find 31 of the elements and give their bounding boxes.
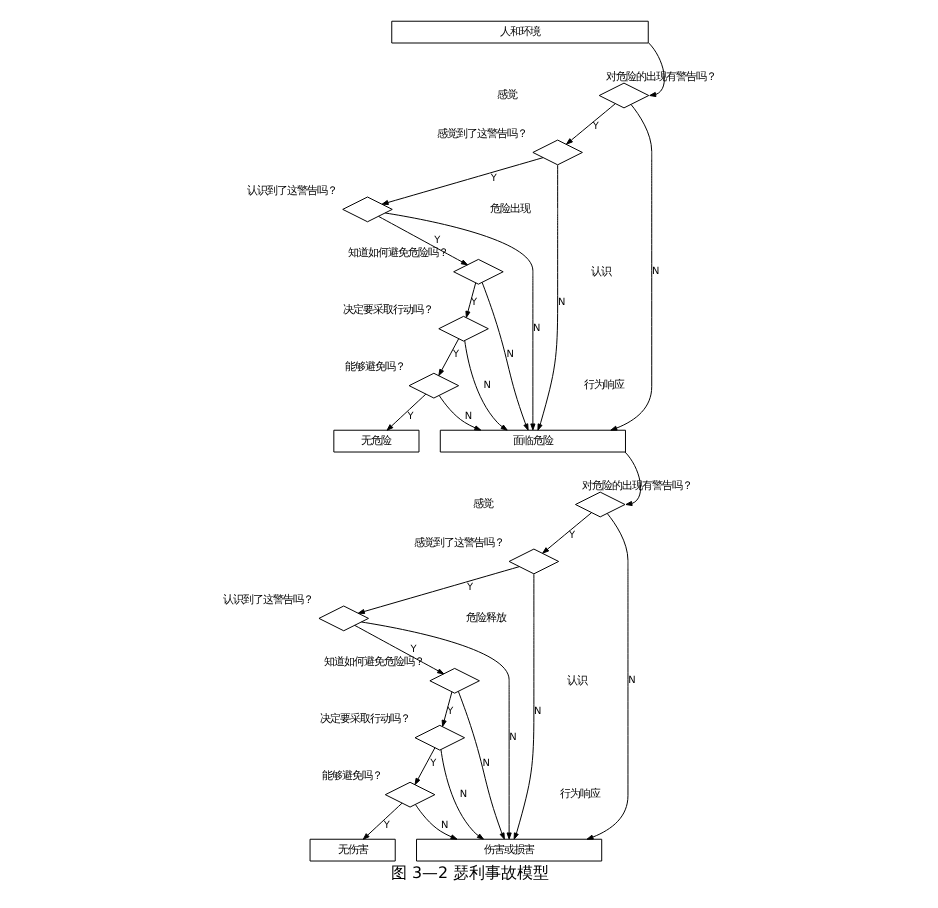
node-diamond <box>437 315 488 342</box>
arrow <box>541 512 592 554</box>
node-diamond <box>573 491 625 518</box>
arrow <box>536 164 558 431</box>
arrow <box>439 749 483 840</box>
arrow <box>361 802 402 840</box>
node-diamond <box>383 781 435 808</box>
arrow <box>437 338 459 376</box>
arrow <box>385 393 426 431</box>
arrow <box>512 573 534 840</box>
node-diamond <box>407 372 459 399</box>
arrow <box>585 512 628 840</box>
arrow <box>380 157 543 205</box>
arrow <box>383 212 535 431</box>
arrow <box>414 804 457 840</box>
arrow <box>413 747 435 785</box>
arrow <box>356 566 519 614</box>
arrow <box>377 215 467 266</box>
arrow <box>464 282 476 318</box>
arrow <box>437 395 481 431</box>
arrow <box>440 691 452 727</box>
arrow <box>353 624 444 675</box>
node-diamond <box>413 724 465 751</box>
arrow <box>609 103 652 431</box>
arrow <box>463 340 507 431</box>
node-diamond <box>597 82 649 109</box>
arrow <box>647 42 664 98</box>
arrow <box>565 103 615 145</box>
arrow <box>480 281 528 431</box>
arrow <box>359 621 511 840</box>
arrow <box>456 690 504 840</box>
